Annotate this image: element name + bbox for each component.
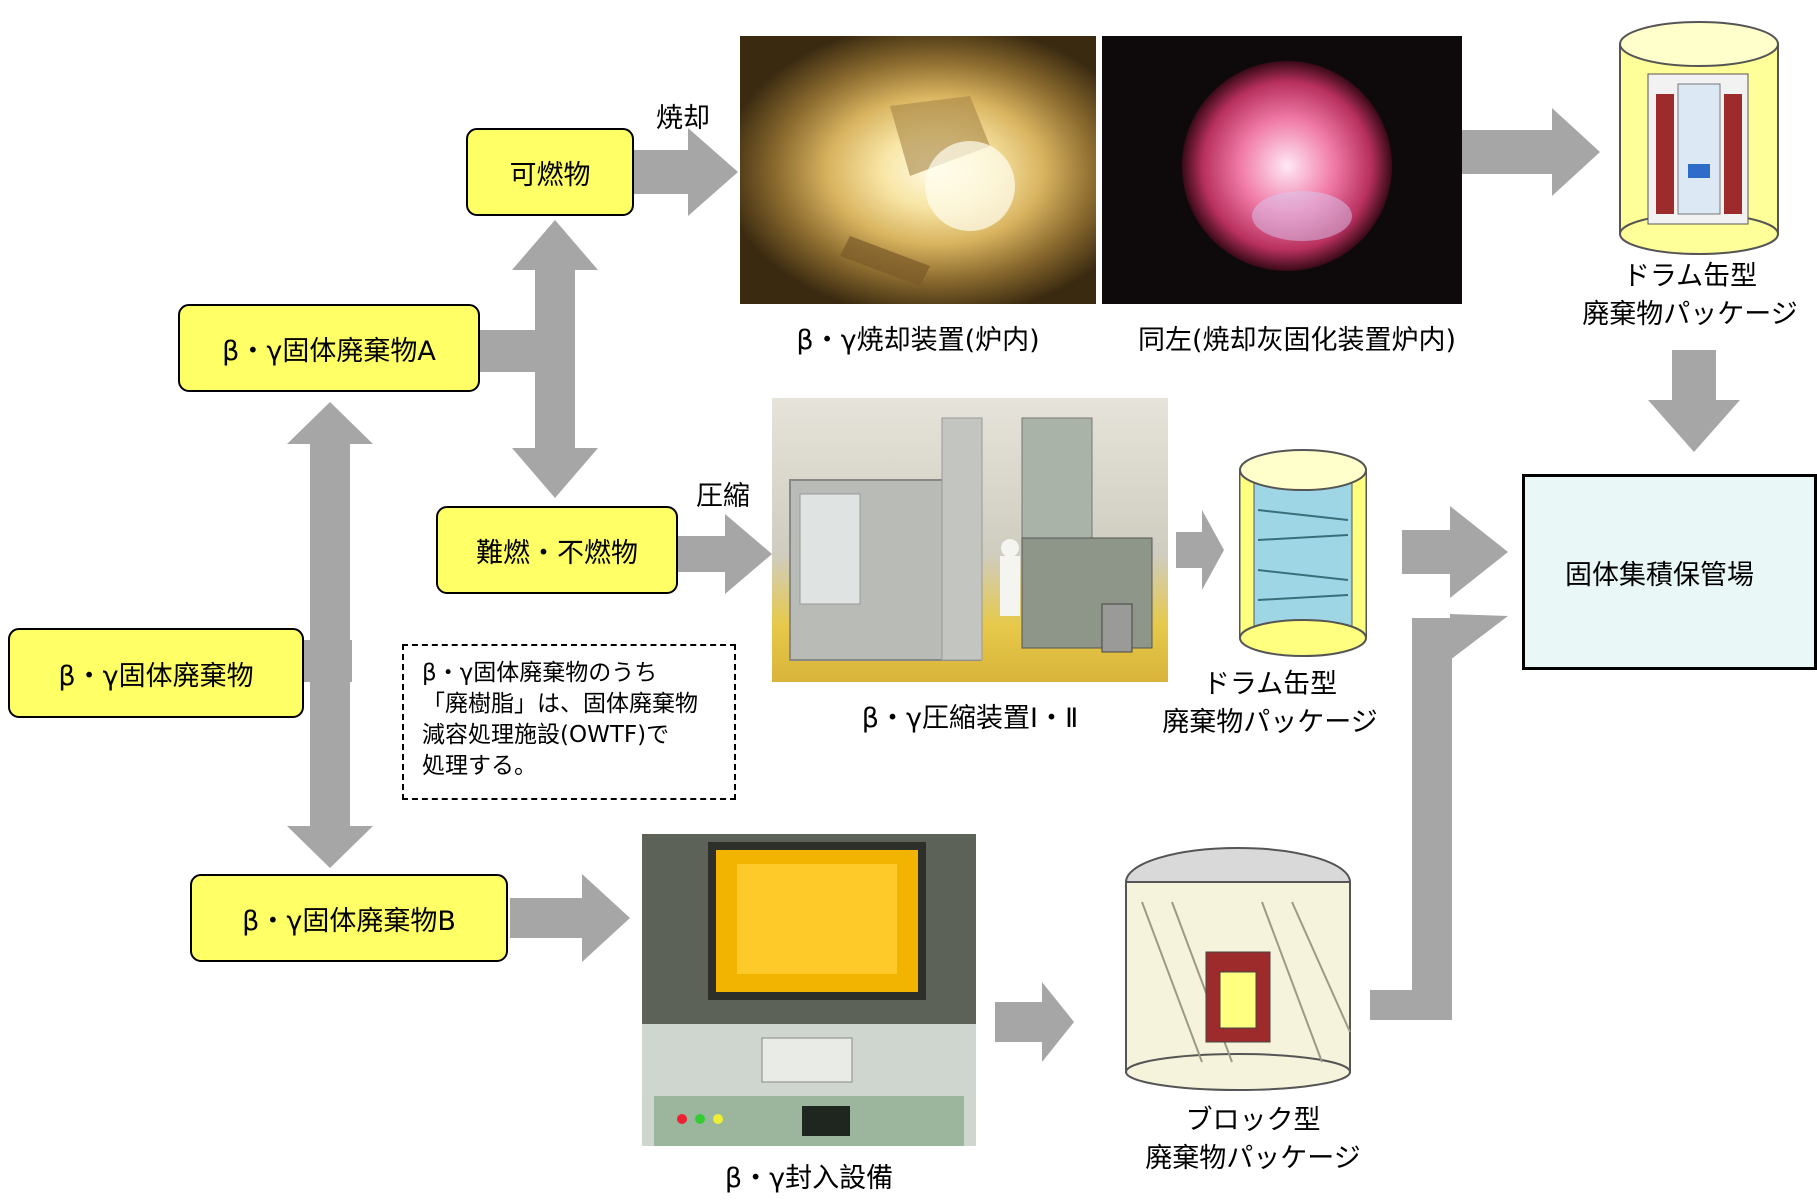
ash-furnace-caption: 同左(焼却灰固化装置炉内) — [1137, 325, 1457, 356]
arrow-root-to-b — [287, 640, 373, 868]
compressor-caption: β・γ圧縮装置Ⅰ・Ⅱ — [861, 703, 1079, 734]
resin-note: β・γ固体廃棄物のうち 「廃樹脂」は、固体廃棄物 減容処理施設(OWTF)で 処… — [402, 644, 736, 800]
drum-top-caption-line1: ドラム缶型 — [1622, 261, 1758, 292]
drum-top-illustration — [1619, 21, 1779, 255]
arrow-noncombustible-to-compressor — [678, 514, 772, 594]
arrow-a-to-noncombustible — [512, 340, 598, 498]
resin-note-line2: 「廃樹脂」は、固体廃棄物 — [422, 691, 698, 717]
compression-label: 圧縮 — [696, 481, 750, 512]
block-caption-line1: ブロック型 — [1185, 1105, 1321, 1136]
drum-top-caption: ドラム缶型 廃棄物パッケージ — [1560, 258, 1817, 334]
ash-furnace-glow-graphic — [1182, 61, 1392, 271]
waste-b-label: β・γ固体廃棄物B — [242, 905, 456, 937]
incinerator-photo — [740, 36, 1096, 304]
drum-mid-illustration — [1239, 449, 1367, 657]
compressor-photo — [772, 398, 1168, 682]
arrow-combustible-to-incinerator — [632, 128, 738, 216]
block-illustration — [1125, 847, 1351, 1091]
arrow-drum-mid-to-storage — [1402, 506, 1508, 598]
arrow-b-to-sealing — [510, 874, 630, 962]
resin-note-line3: 減容処理施設(OWTF)で — [422, 722, 670, 748]
drum-mid-caption-line1: ドラム缶型 — [1202, 669, 1338, 700]
drum-top-caption-line2: 廃棄物パッケージ — [1582, 299, 1798, 330]
drum-mid-caption: ドラム缶型 廃棄物パッケージ — [1150, 666, 1390, 742]
incinerator-caption: β・γ焼却装置(炉内) — [796, 325, 1040, 356]
waste-root-label: β・γ固体廃棄物 — [58, 660, 254, 692]
arrow-root-to-a — [287, 402, 373, 640]
waste-a-box: β・γ固体廃棄物A — [178, 304, 480, 392]
waste-b-box: β・γ固体廃棄物B — [190, 874, 508, 962]
sealing-panel-graphic — [642, 834, 976, 1146]
noncombustible-label: 難燃・不燃物 — [476, 537, 638, 569]
sealing-equipment-photo — [642, 834, 976, 1146]
arrow-sealing-to-block — [995, 982, 1074, 1062]
combustible-label: 可燃物 — [509, 159, 591, 191]
resin-note-line1: β・γ固体廃棄物のうち — [422, 660, 658, 686]
compressor-equipment-graphic — [789, 417, 1153, 661]
storage-label: 固体集積保管場 — [1565, 559, 1754, 591]
ash-furnace-photo — [1102, 36, 1462, 304]
block-caption: ブロック型 廃棄物パッケージ — [1128, 1102, 1378, 1178]
drum-mid-caption-line2: 廃棄物パッケージ — [1162, 707, 1378, 738]
incinerator-interior-graphic — [840, 96, 1015, 286]
block-caption-line2: 廃棄物パッケージ — [1145, 1143, 1361, 1174]
combustible-box: 可燃物 — [466, 128, 634, 216]
arrow-ash-to-drum-top — [1462, 108, 1600, 196]
storage-box: 固体集積保管場 — [1522, 474, 1817, 670]
arrow-a-to-combustible — [512, 220, 598, 340]
root-stub — [300, 640, 352, 682]
sealing-caption: β・γ封入設備 — [724, 1163, 894, 1194]
waste-a-label: β・γ固体廃棄物A — [222, 335, 436, 367]
resin-note-line4: 処理する。 — [422, 753, 537, 779]
waste-root-box: β・γ固体廃棄物 — [8, 628, 304, 718]
incineration-label: 焼却 — [656, 103, 710, 134]
arrow-compressor-to-drum-mid — [1176, 510, 1224, 590]
a-stub — [478, 330, 558, 372]
noncombustible-box: 難燃・不燃物 — [436, 506, 678, 594]
arrow-drum-top-to-storage — [1648, 350, 1740, 452]
